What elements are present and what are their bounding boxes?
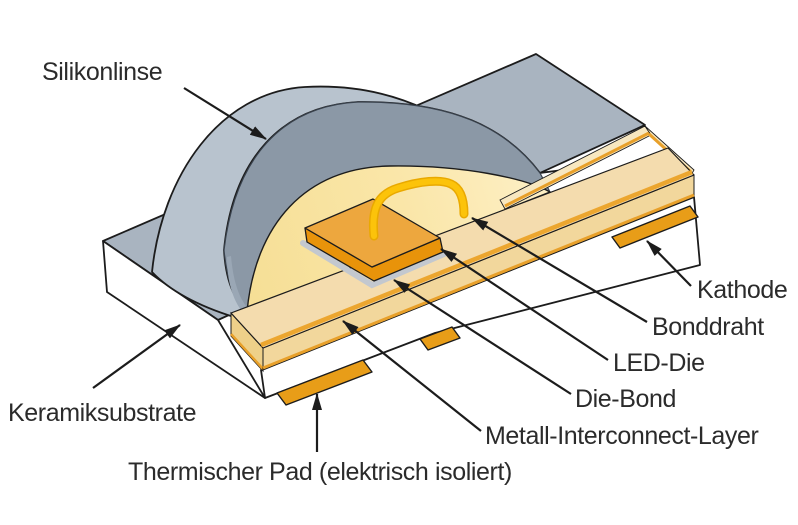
anode-pad bbox=[419, 326, 461, 351]
leader-bonddraht bbox=[471, 217, 648, 323]
metal-interconnect-layer bbox=[230, 147, 695, 373]
label-led-die: LED-Die bbox=[613, 349, 705, 377]
label-metall-interconnect: Metall-Interconnect-Layer bbox=[485, 422, 759, 450]
leader-metall-interconnect bbox=[342, 320, 482, 432]
label-thermischer-pad: Thermischer Pad (elektrisch isoliert) bbox=[128, 458, 512, 486]
leader-silikonlinse bbox=[183, 87, 267, 140]
label-bonddraht: Bonddraht bbox=[652, 313, 764, 341]
leader-lines bbox=[92, 87, 692, 452]
leader-kathode bbox=[646, 240, 692, 287]
leader-keramiksubstrate bbox=[92, 324, 181, 389]
thermal-pad bbox=[276, 359, 373, 406]
leader-die-bond bbox=[393, 279, 572, 395]
label-keramiksubstrate: Keramiksubstrate bbox=[8, 399, 196, 427]
interconnect-top-face bbox=[230, 147, 695, 349]
leader-led-die bbox=[440, 248, 609, 361]
bond-wire bbox=[368, 176, 469, 241]
cathode-pad bbox=[611, 205, 699, 249]
lens-inner-wall-sliver bbox=[227, 256, 256, 316]
label-silikonlinse: Silikonlinse bbox=[42, 58, 162, 86]
label-kathode: Kathode bbox=[697, 276, 787, 304]
label-die-bond: Die-Bond bbox=[575, 385, 676, 413]
die-bond-layer bbox=[300, 240, 447, 289]
